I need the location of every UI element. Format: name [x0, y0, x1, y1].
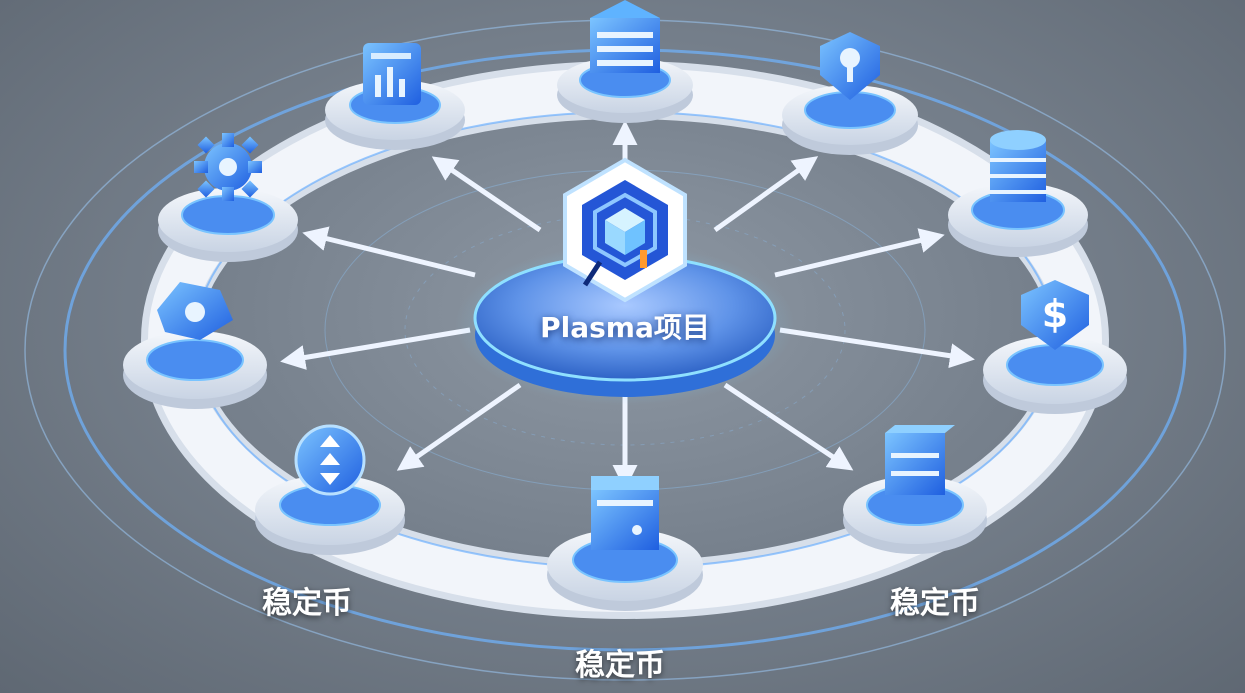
database-icon: [990, 130, 1046, 202]
central-hub: [455, 157, 795, 405]
node-server: [843, 425, 987, 554]
stablecoin-label-right: 稳定币: [890, 586, 980, 621]
location-pin-shield-icon: [820, 32, 880, 100]
arrow-to-geartag: [280, 327, 471, 370]
stablecoin-label-left: 稳定币: [262, 586, 352, 621]
node-gear: [158, 133, 298, 262]
report-chart-icon: [363, 43, 421, 105]
node-dollar: $: [983, 280, 1127, 414]
svg-text:$: $: [1042, 292, 1068, 336]
arrow-to-pin: [713, 156, 819, 233]
node-layers: [557, 0, 693, 123]
node-wallet: [547, 476, 703, 611]
gear-tag-icon: [157, 282, 233, 340]
arrow-to-gear: [302, 226, 476, 278]
arrow-to-database: [774, 228, 945, 278]
stablecoin-label-bottom: 稳定币: [575, 648, 665, 683]
arrow-to-report: [431, 156, 542, 233]
plasma-logo-icon: [563, 157, 687, 303]
transfer-coin-icon: [294, 424, 366, 496]
node-database: [948, 130, 1088, 257]
dollar-shield-icon: $: [1021, 280, 1089, 350]
node-geartag: [123, 282, 267, 409]
node-report: [325, 43, 465, 150]
hub-label: Plasma项目: [540, 311, 710, 344]
node-pin: [782, 32, 918, 155]
connector-arrows: [280, 120, 975, 490]
arrow-to-dollar: [779, 327, 975, 369]
wallet-block-icon: [591, 476, 659, 550]
gear-icon: [194, 133, 262, 201]
layers-stack-icon: [590, 0, 660, 73]
arrow-to-server: [723, 382, 854, 471]
server-block-icon: [885, 425, 955, 495]
arrow-to-transfer: [396, 382, 522, 471]
node-transfer: [255, 424, 405, 555]
